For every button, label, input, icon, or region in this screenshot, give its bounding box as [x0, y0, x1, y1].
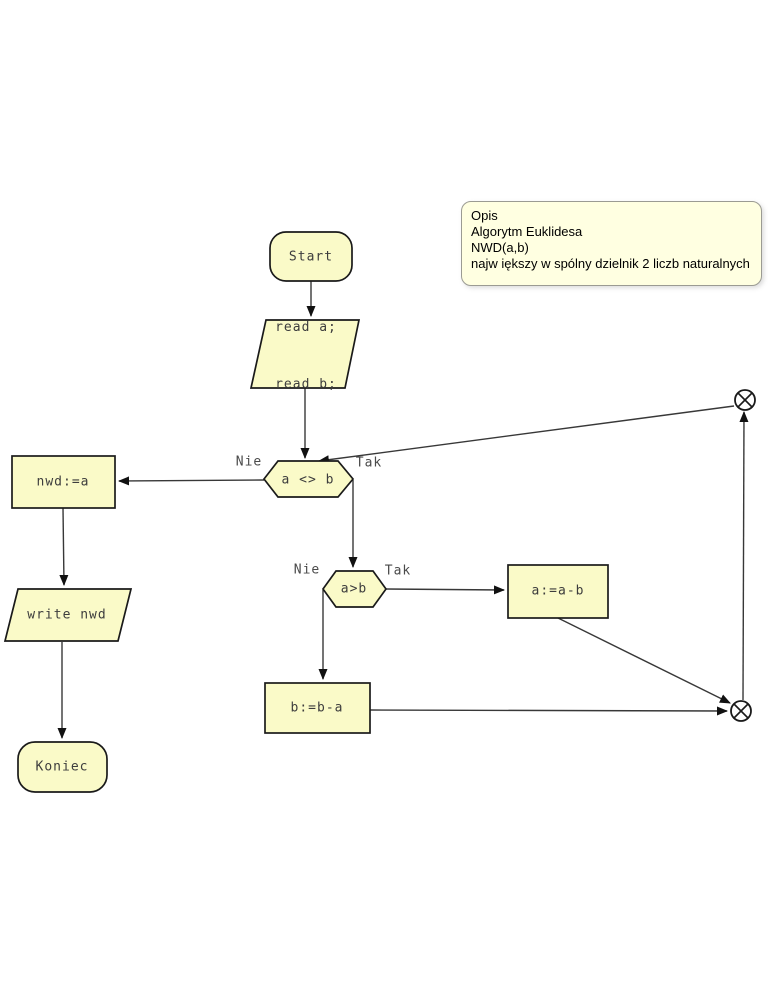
- edge-connector-to-decision: [318, 405, 735, 465]
- decision-a-gt-b-label: a>b: [340, 581, 368, 597]
- edge-decision-nie-to-nwd: [118, 476, 265, 486]
- read-label: read a; read b;: [275, 280, 337, 432]
- edge-gt-tak-to-assign-a: [385, 585, 505, 595]
- connector-top-icon: [734, 389, 756, 411]
- note-line-title: Opis: [471, 208, 498, 223]
- assign-nwd-label: nwd:=a: [36, 474, 90, 490]
- gt-nie-label: Nie: [293, 562, 321, 578]
- neq-tak-label: Tak: [355, 455, 383, 471]
- read-label-line1: read a;: [275, 320, 337, 335]
- read-node: [249, 319, 361, 389]
- edge-connector-bottom-to-top: [739, 411, 749, 701]
- decision-a-gt-b-node: [321, 570, 388, 608]
- end-node: [17, 741, 108, 793]
- connector-bottom-icon: [730, 700, 752, 722]
- decision-a-neq-b-node: [262, 460, 355, 498]
- edge-nwd-to-write: [59, 507, 69, 586]
- gt-tak-label: Tak: [384, 563, 412, 579]
- neq-nie-label: Nie: [235, 454, 263, 470]
- start-label: Start: [288, 249, 334, 265]
- assign-b-label: b:=b-a: [290, 700, 344, 716]
- edge-assign-a-to-connector: [557, 617, 731, 704]
- assign-a-label: a:=a-b: [531, 583, 585, 599]
- assign-nwd-node: [11, 455, 116, 509]
- assign-a-node: [507, 564, 609, 619]
- note-line-nwd: NWD(a,b): [471, 240, 529, 255]
- description-note: Opis Algorytm Euklidesa NWD(a,b) najw ię…: [461, 201, 762, 286]
- note-line-algorithm: Algorytm Euklidesa: [471, 224, 583, 239]
- edge-assign-b-to-connector: [369, 706, 728, 716]
- note-line-description: najw iększy w spólny dzielnik 2 liczb na…: [471, 256, 750, 271]
- assign-b-node: [264, 682, 371, 734]
- start-node: [269, 231, 353, 282]
- write-nwd-node: [3, 588, 133, 642]
- write-nwd-label: write nwd: [27, 607, 107, 623]
- end-label: Koniec: [35, 759, 89, 775]
- decision-a-neq-b-label: a <> b: [281, 472, 335, 488]
- read-label-line2: read b;: [275, 377, 337, 392]
